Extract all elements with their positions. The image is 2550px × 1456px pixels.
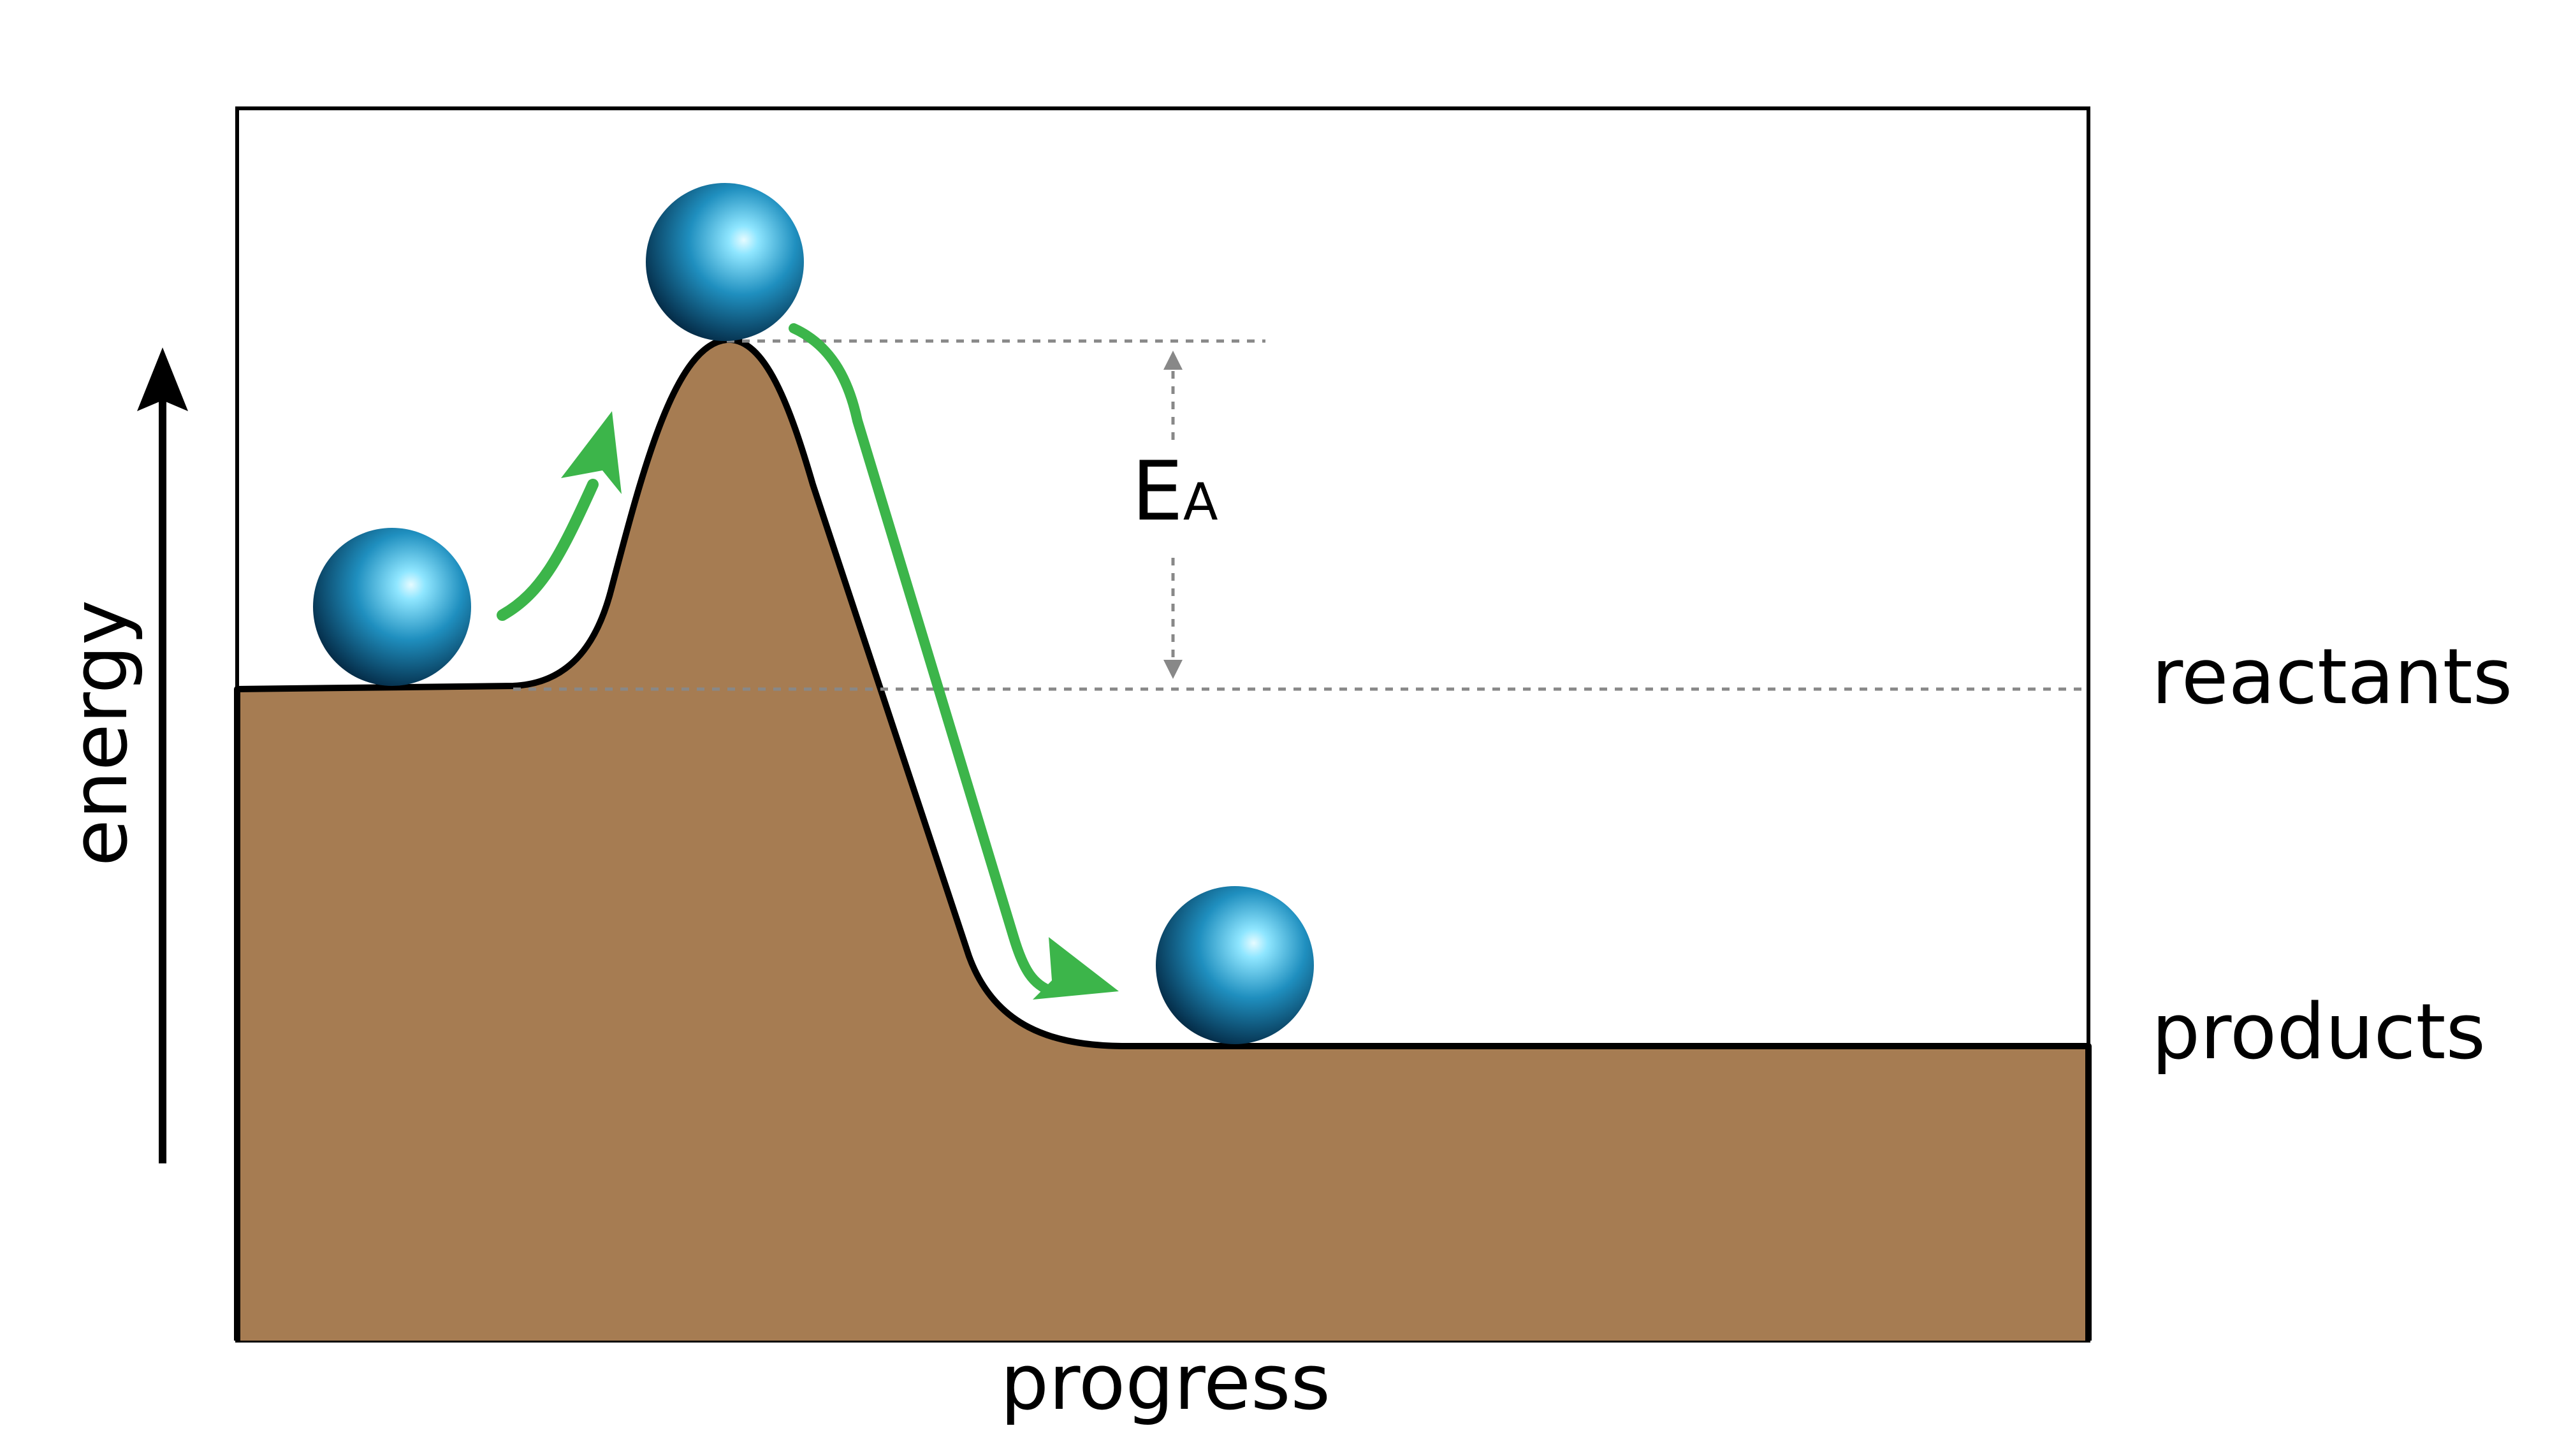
energy-terrain: [237, 339, 2088, 1341]
motion-arrow-icon: [789, 323, 1057, 996]
ball-icon: [646, 183, 804, 341]
ball-icon: [1156, 886, 1314, 1044]
products-label: products: [2152, 988, 2486, 1077]
motion-arrowhead-down: [1033, 937, 1119, 1000]
motion-arrow-icon: [497, 479, 599, 621]
activation-energy-label: EA: [1132, 444, 1218, 539]
ball-icon: [313, 528, 471, 686]
progress-axis-label: progress: [1000, 1339, 1330, 1427]
motion-arrowhead-up: [561, 411, 622, 494]
energy-axis-label: energy: [56, 600, 145, 866]
ea-main: E: [1132, 444, 1183, 539]
ea-sub: A: [1183, 472, 1218, 532]
energy-axis-arrowhead: [137, 347, 188, 411]
reactants-label: reactants: [2152, 633, 2512, 722]
